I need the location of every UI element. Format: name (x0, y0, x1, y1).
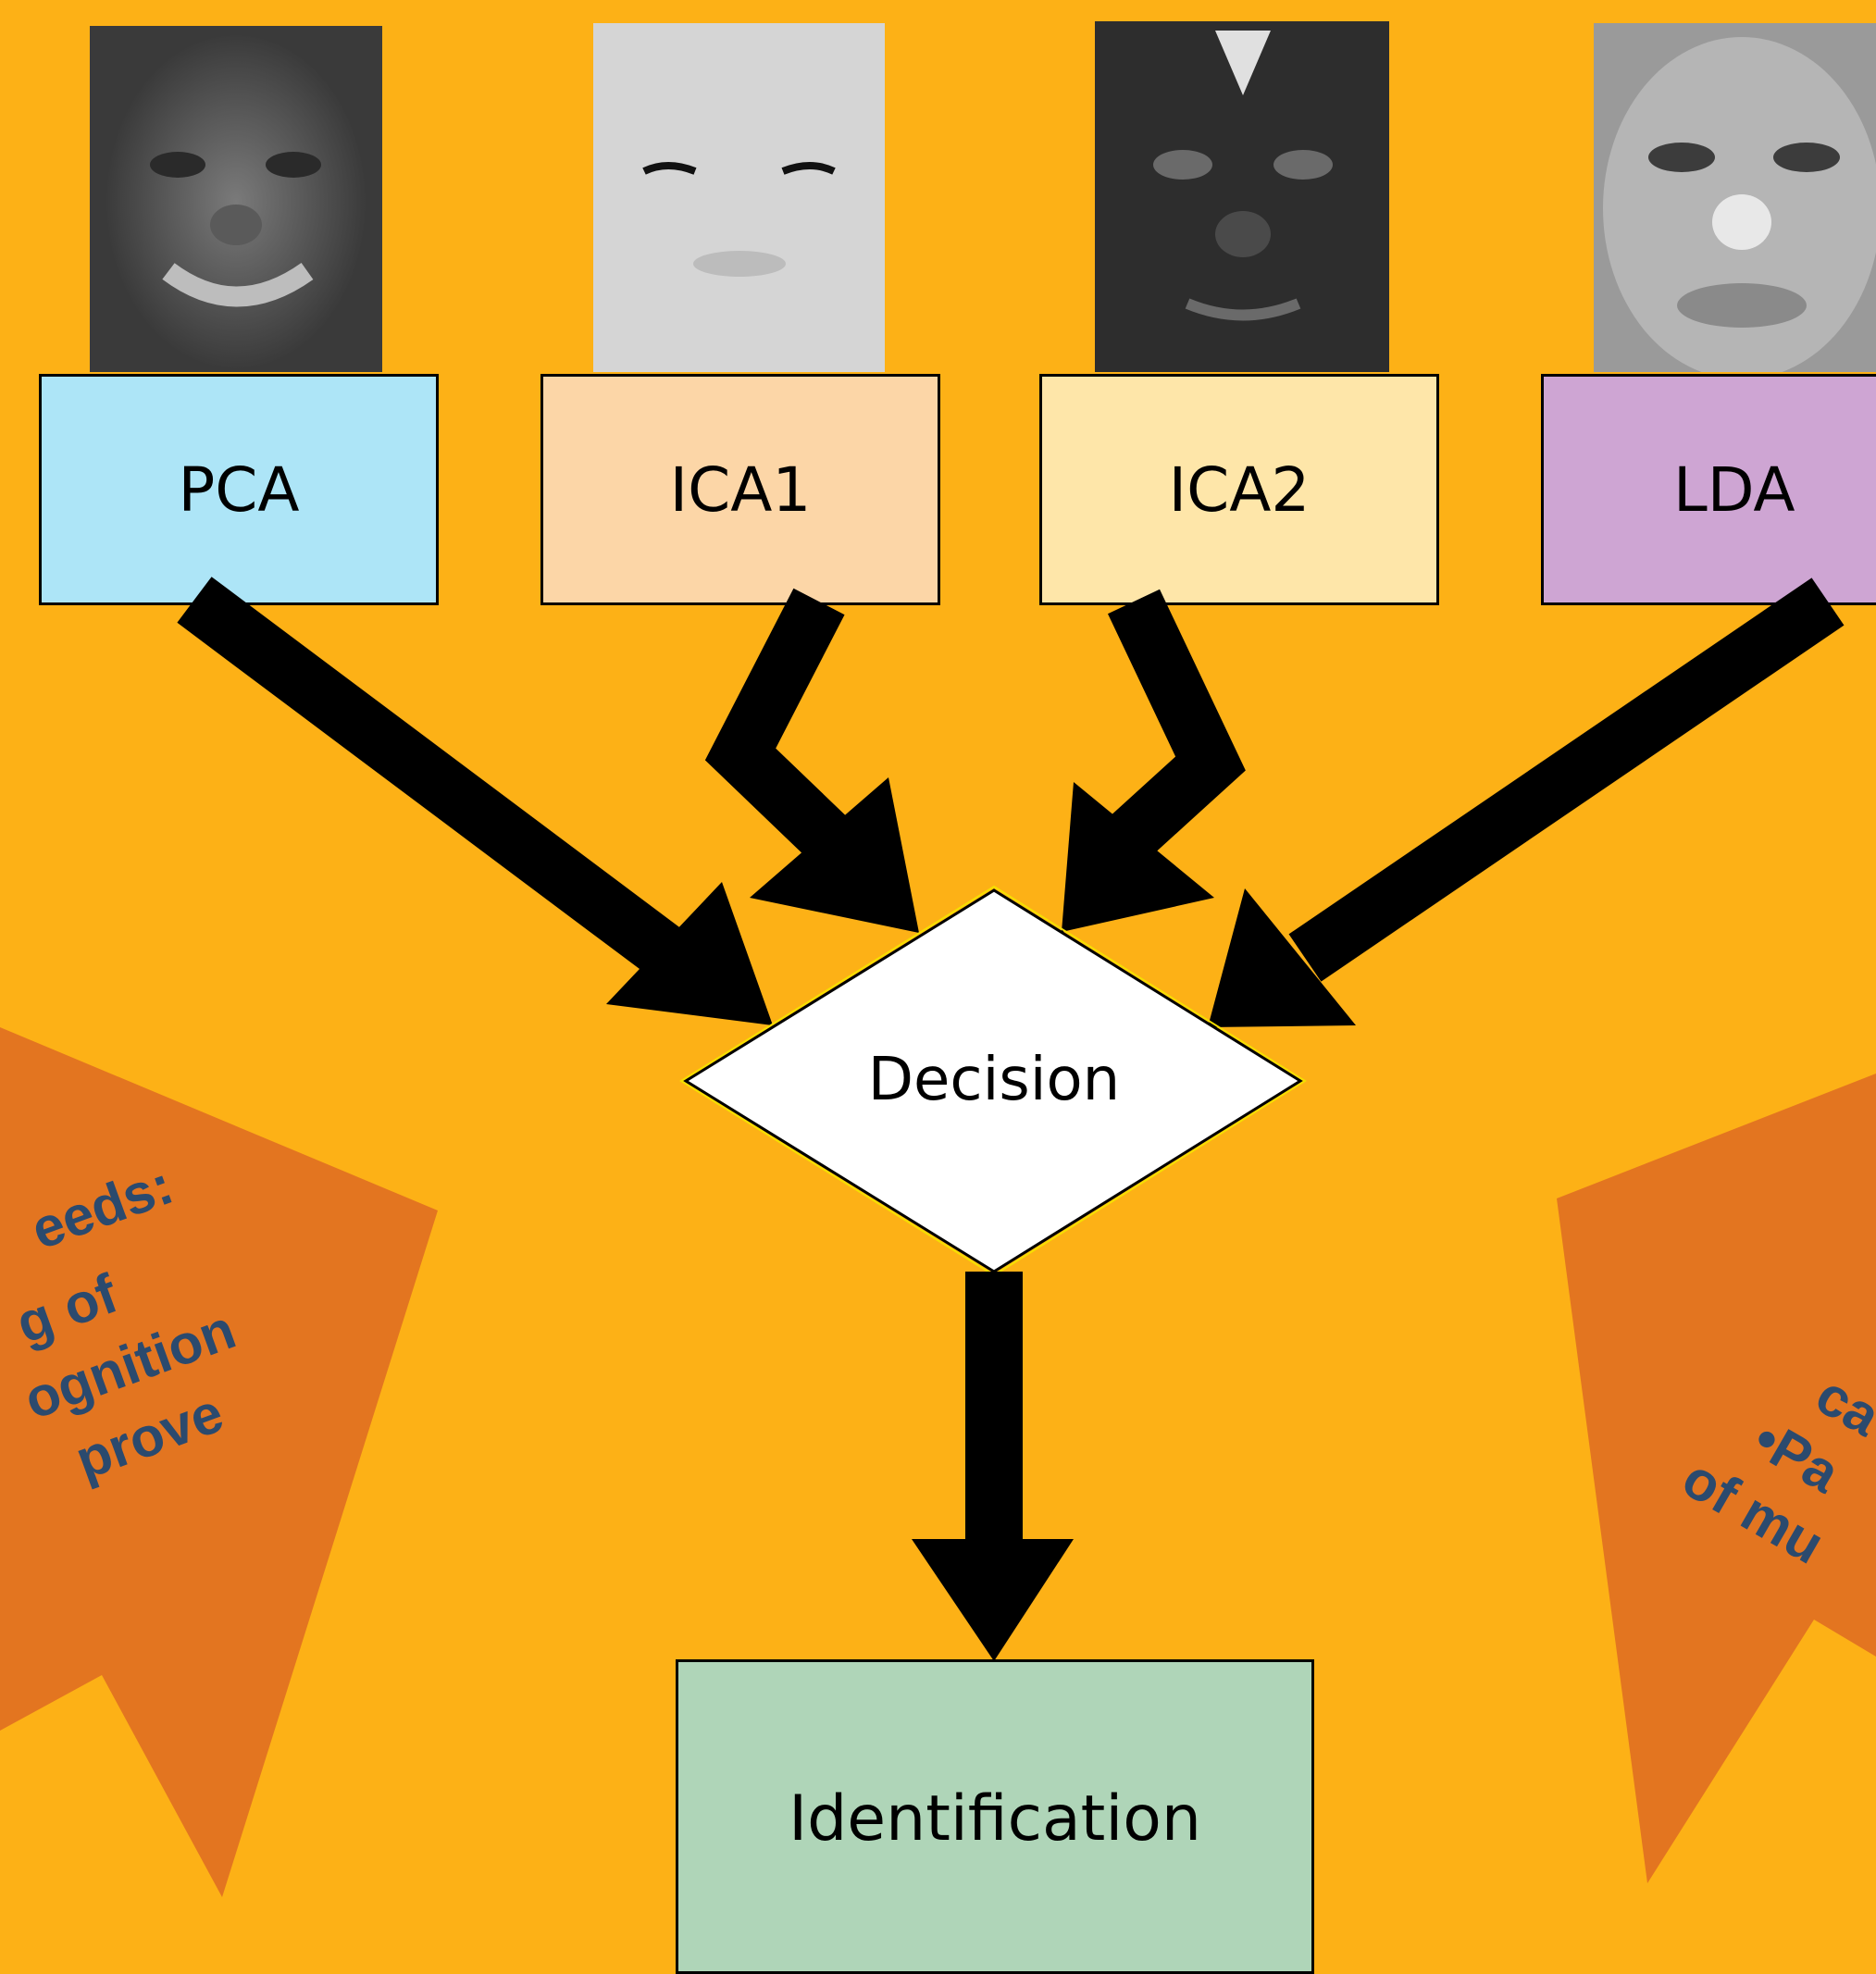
method-box-lda: LDA (1541, 374, 1876, 605)
ica1-face-image (593, 23, 885, 372)
method-box-pca: PCA (39, 374, 439, 605)
identification-label: Identification (789, 1782, 1201, 1856)
ica2-face-image (1095, 21, 1389, 372)
method-box-ica2: ICA2 (1039, 374, 1439, 605)
arrow-decision-to-identification (912, 1272, 1074, 1661)
method-label-lda: LDA (1673, 453, 1795, 526)
method-label-pca: PCA (178, 453, 300, 526)
decision-label: Decision (868, 1046, 1120, 1114)
method-label-ica1: ICA1 (669, 453, 812, 526)
arrow-ica1-to-decision (704, 588, 919, 933)
method-box-ica1: ICA1 (540, 374, 940, 605)
left-callout-shape (0, 1027, 438, 1897)
lda-face-image (1594, 23, 1876, 372)
method-label-ica2: ICA2 (1168, 453, 1311, 526)
pca-face-image (90, 26, 382, 372)
arrow-lda-to-decision (1208, 577, 1845, 1027)
right-callout-shape (1557, 1074, 1876, 1883)
arrow-ica2-to-decision (1062, 589, 1246, 932)
arrow-pca-to-decision (177, 577, 773, 1025)
identification-box: Identification (676, 1659, 1314, 1974)
